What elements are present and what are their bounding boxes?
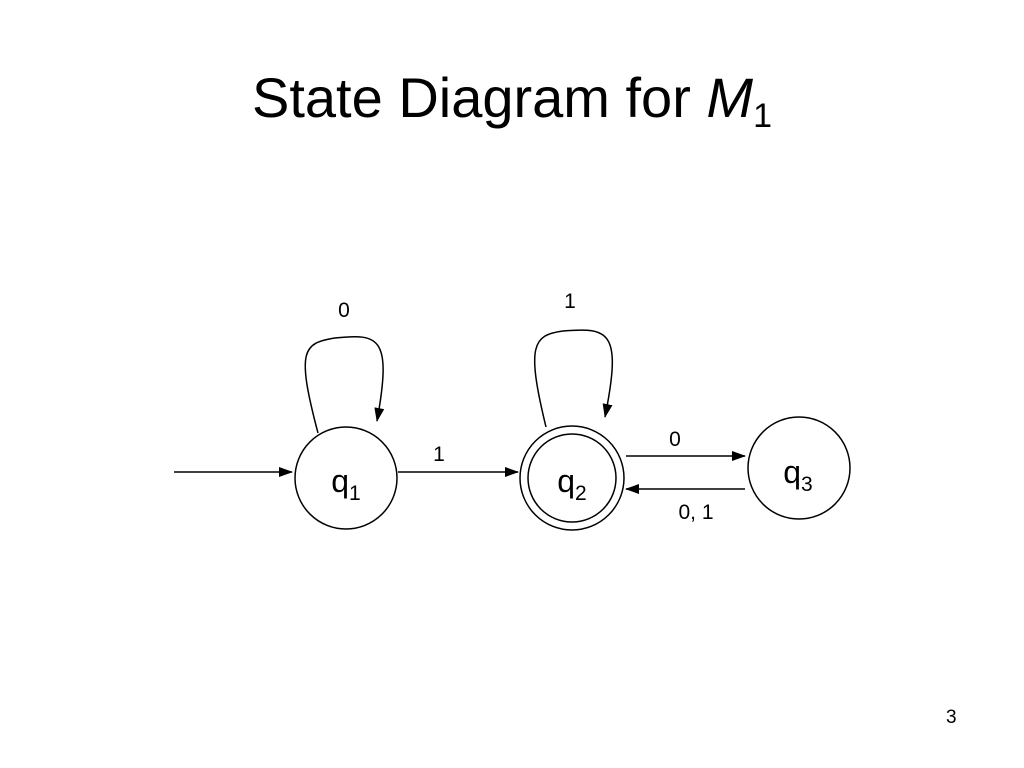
- title-variable: M: [706, 66, 754, 129]
- state-q3-circle: [747, 416, 851, 520]
- state-q1-circle: [294, 426, 398, 530]
- state-q1-label: q1: [331, 463, 360, 505]
- state-q2-label: q2: [557, 463, 586, 505]
- state-q2-outer-circle: [519, 425, 625, 531]
- transition-q2-q2: [534, 329, 614, 428]
- transition-label-q2-q3: 0: [669, 428, 681, 451]
- transition-label-q1-q1: 0: [338, 299, 350, 322]
- title-text: State Diagram for: [252, 66, 707, 129]
- slide-title: State Diagram for M1: [0, 58, 1024, 138]
- state-q1: q1: [294, 426, 398, 530]
- state-q3: q3: [747, 416, 851, 520]
- transition-label-q2-q2: 1: [564, 290, 576, 313]
- transition-label-q3-q2: 0, 1: [678, 501, 713, 524]
- transition-q1-q1: [304, 335, 385, 434]
- state-q2-inner-circle: [527, 433, 617, 523]
- state-q2: q2: [519, 425, 625, 531]
- state-q3-label: q3: [783, 454, 812, 496]
- title-subscript: 1: [753, 97, 772, 135]
- page-number: 3: [946, 707, 957, 728]
- transition-label-q1-q2: 1: [433, 443, 445, 466]
